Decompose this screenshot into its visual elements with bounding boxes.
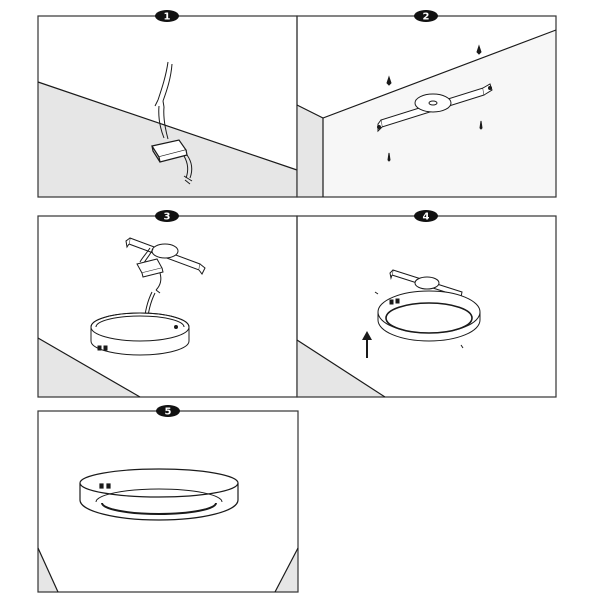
- step-1-panel: [37, 15, 298, 198]
- driver-and-wires-icon: [151, 61, 193, 185]
- step-badge: 4: [414, 210, 438, 223]
- step-badge-bg: [156, 405, 180, 417]
- corner-edge-left: [37, 547, 59, 593]
- ceiling-wall-edge: [37, 81, 298, 171]
- installed-fixture-icon: [79, 468, 239, 521]
- screw-plugs-icon: [386, 44, 483, 162]
- step-4-panel: [296, 215, 557, 398]
- wall-shade: [38, 82, 297, 197]
- step-3-panel: [37, 215, 298, 398]
- step-number: 4: [423, 212, 430, 223]
- up-arrow-icon: [362, 331, 372, 358]
- wall-shade: [297, 105, 323, 197]
- step-2-panel: [296, 15, 557, 198]
- connect-driver-icon: [90, 237, 206, 356]
- step-number: 1: [164, 12, 171, 23]
- lift-fixture-icon: [374, 269, 481, 349]
- corner-edge-right: [274, 547, 299, 593]
- step-badge-bg: [414, 10, 438, 22]
- step-badge-bg: [414, 210, 438, 222]
- step-number: 5: [165, 407, 172, 418]
- ceiling-wall-edge: [296, 339, 386, 398]
- step-badge: 2: [414, 10, 438, 23]
- step-number: 3: [164, 212, 171, 223]
- ceiling-wall-edge: [37, 337, 141, 398]
- step-badge-bg: [155, 210, 179, 222]
- step-badge-bg: [155, 10, 179, 22]
- step-badge: 3: [155, 210, 179, 223]
- step-5-panel: [37, 410, 299, 593]
- step-number: 2: [423, 12, 430, 23]
- step-badge: 5: [156, 405, 180, 418]
- wall-surface: [323, 30, 556, 197]
- step-badge: 1: [155, 10, 179, 23]
- mounting-bracket-icon: [377, 83, 493, 133]
